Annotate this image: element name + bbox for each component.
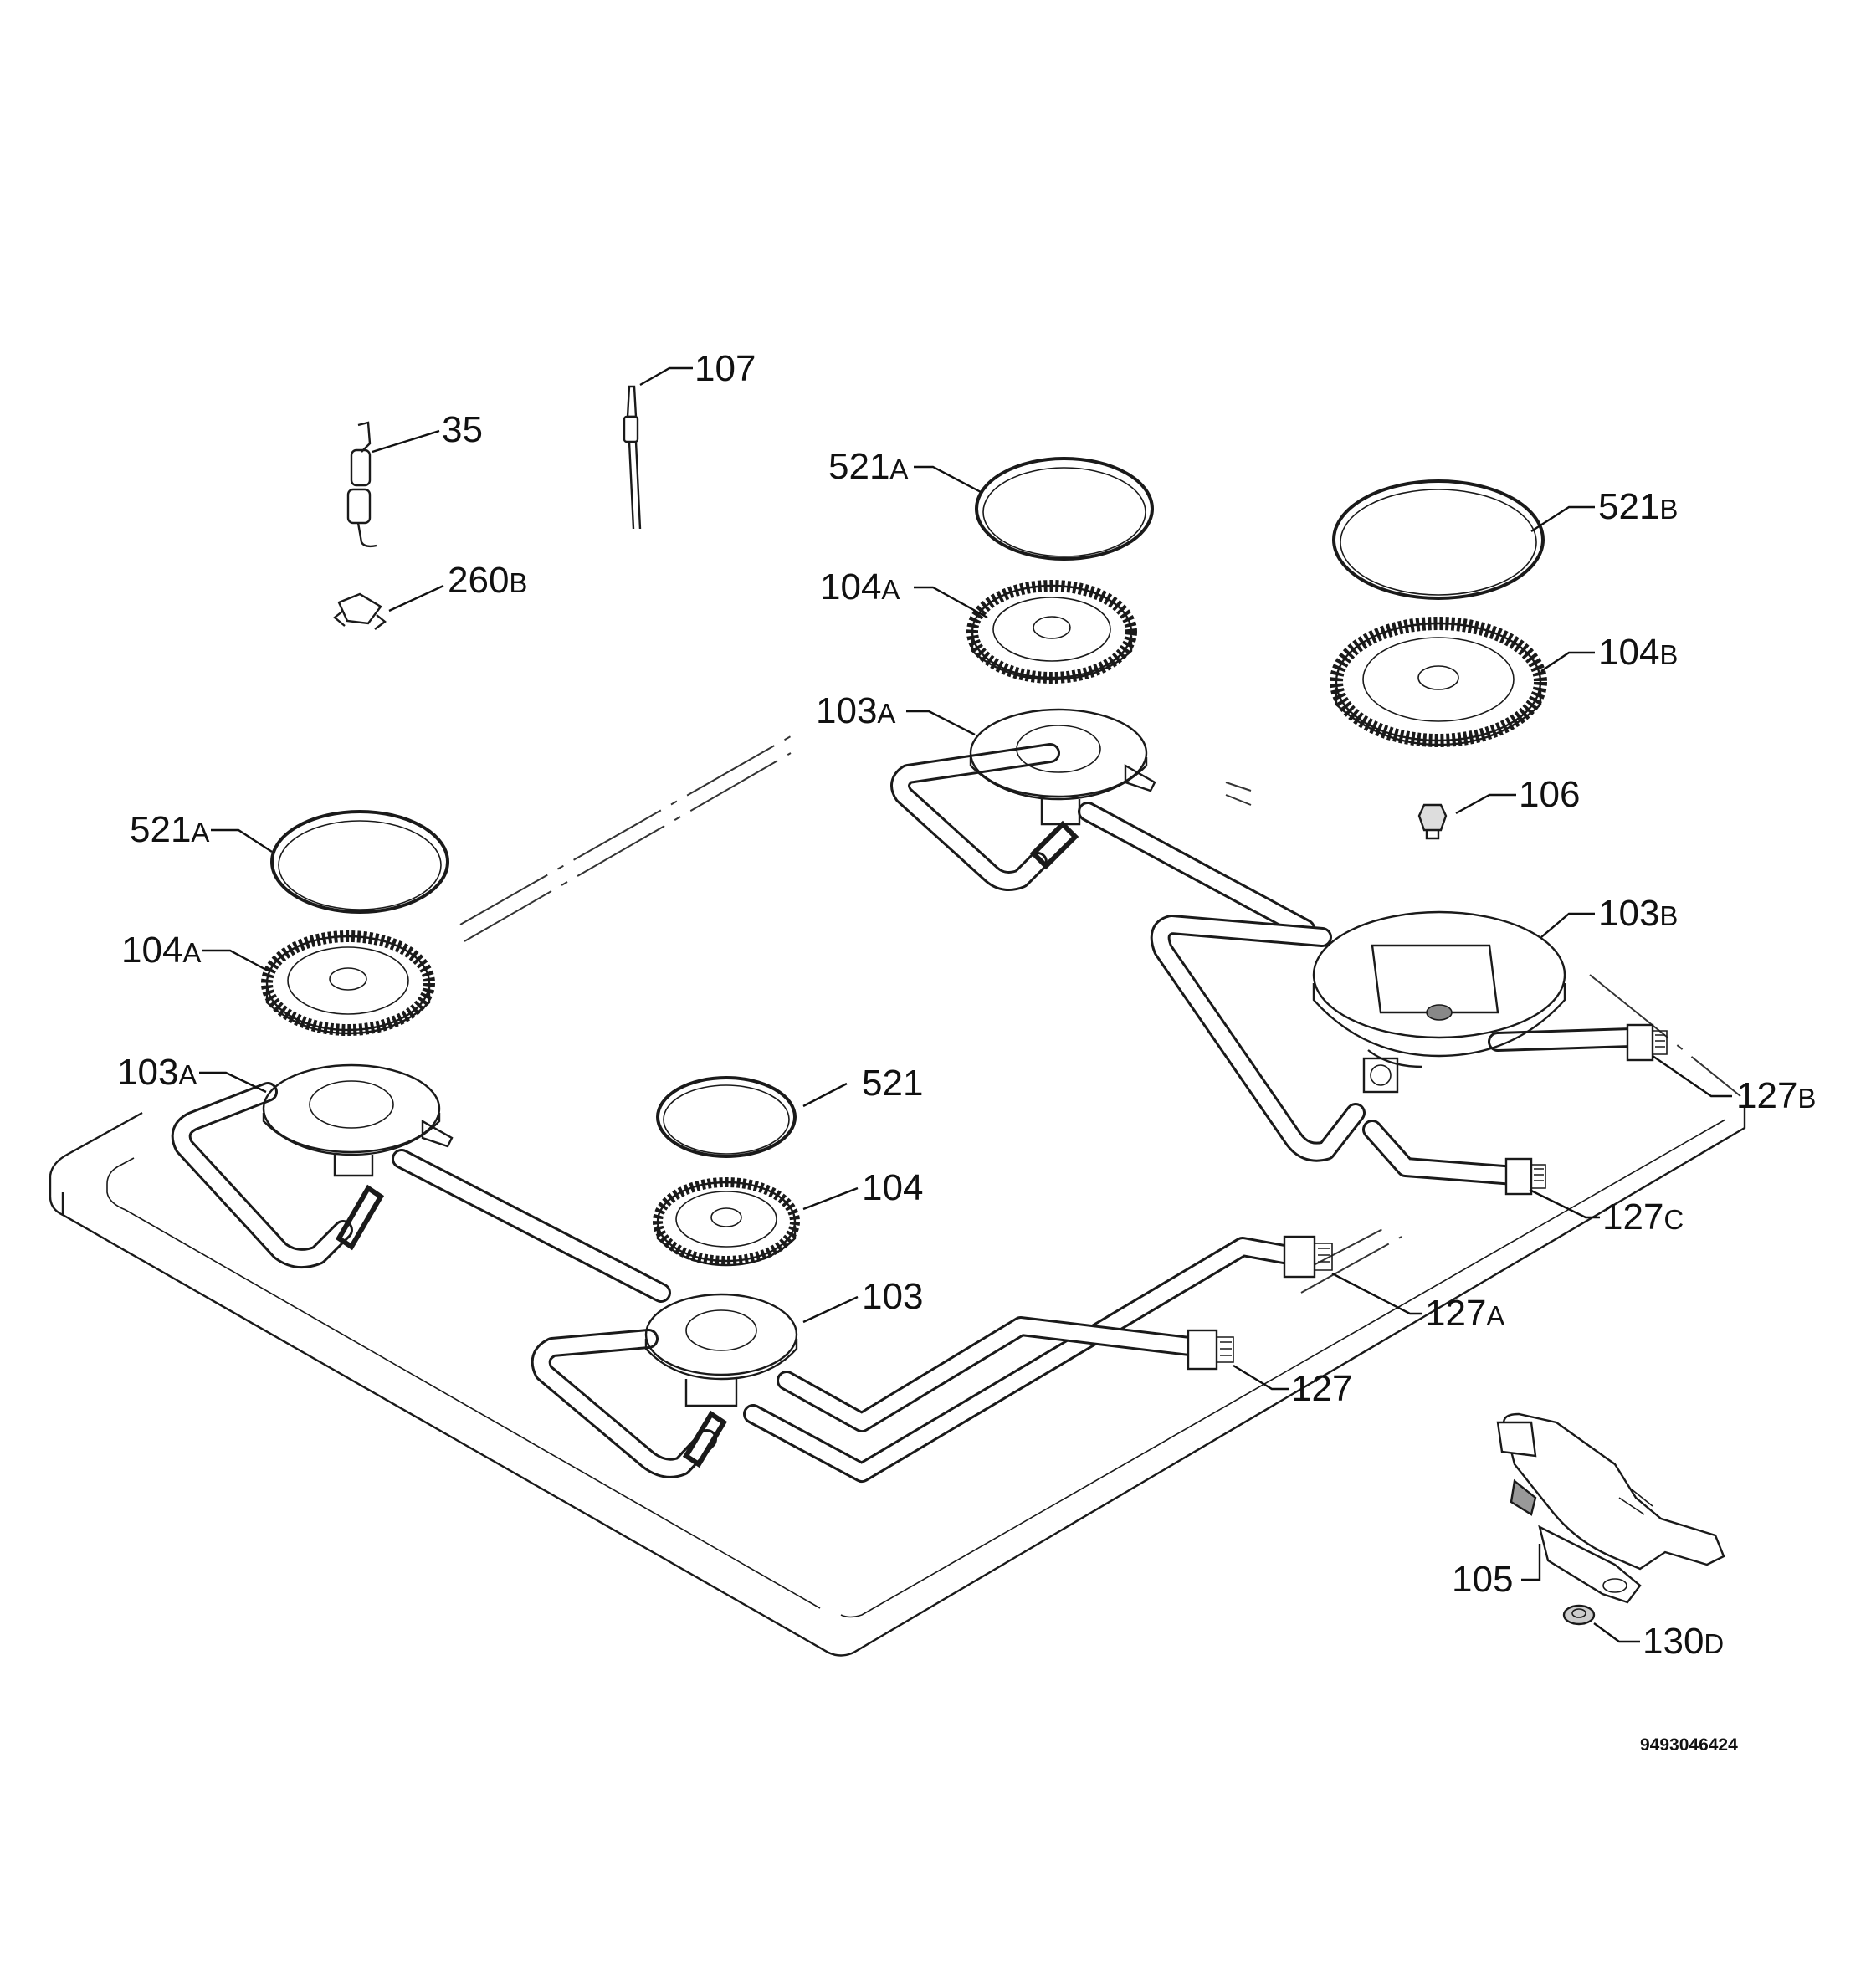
injector	[1417, 803, 1448, 840]
part-label: 260B	[448, 560, 527, 601]
pipe-nut-127c	[1504, 1157, 1546, 1196]
burner-crown	[653, 1177, 800, 1267]
burner-base	[1312, 910, 1566, 1094]
burner-rear-center	[966, 457, 1156, 870]
pipe-nut-127b	[1626, 1023, 1668, 1062]
ignition-electrode	[346, 421, 377, 548]
part-label: 521	[862, 1063, 923, 1104]
burner-cap	[975, 457, 1154, 561]
burner-cap	[656, 1076, 797, 1158]
drawing-reference-code: 9493046424	[1640, 1735, 1738, 1755]
burner-cap	[1332, 479, 1545, 600]
pipe-nut-127	[1187, 1329, 1234, 1371]
burner-rear-right	[1312, 479, 1566, 1094]
part-label: 107	[695, 348, 756, 389]
thermocouple	[623, 385, 642, 530]
part-label: 35	[442, 409, 483, 450]
part-label: 104B	[1598, 632, 1678, 673]
burner-crown	[261, 930, 435, 1036]
part-label: 127C	[1602, 1197, 1684, 1238]
burner-base	[969, 708, 1156, 826]
pipe-nut-127a	[1283, 1235, 1333, 1279]
clip	[333, 592, 387, 630]
part-label: 521A	[130, 809, 209, 850]
burner-base	[262, 1063, 454, 1177]
burner-base	[644, 1293, 798, 1407]
part-label: 127B	[1736, 1075, 1816, 1116]
part-label: 104A	[820, 566, 900, 607]
part-label: 521B	[1598, 486, 1678, 527]
part-label: 130D	[1643, 1621, 1724, 1662]
burner-crown	[966, 580, 1137, 684]
part-label: 127A	[1425, 1293, 1504, 1334]
part-label: 104	[862, 1167, 923, 1208]
part-label: 103	[862, 1276, 923, 1317]
burner-front	[644, 1076, 800, 1468]
gas-pipes	[171, 743, 1642, 1483]
part-label: 521A	[828, 446, 908, 487]
burner-cap	[270, 810, 449, 914]
part-label: 127	[1291, 1368, 1352, 1409]
gas-tap	[1496, 1412, 1725, 1604]
part-label: 103A	[117, 1052, 197, 1093]
part-label: 104A	[121, 930, 201, 971]
part-label: 106	[1519, 774, 1580, 815]
part-label: 103B	[1598, 893, 1678, 934]
callout-leaders	[199, 366, 1732, 1643]
part-labels: 35 107 260B 521A 104A 103A 521B 104B 106…	[117, 348, 1816, 1662]
burner-left	[261, 810, 454, 1251]
part-label: 103A	[816, 690, 895, 731]
part-label: 105	[1452, 1559, 1513, 1600]
burner-crown	[1330, 617, 1547, 747]
tap-nut	[1562, 1604, 1596, 1626]
